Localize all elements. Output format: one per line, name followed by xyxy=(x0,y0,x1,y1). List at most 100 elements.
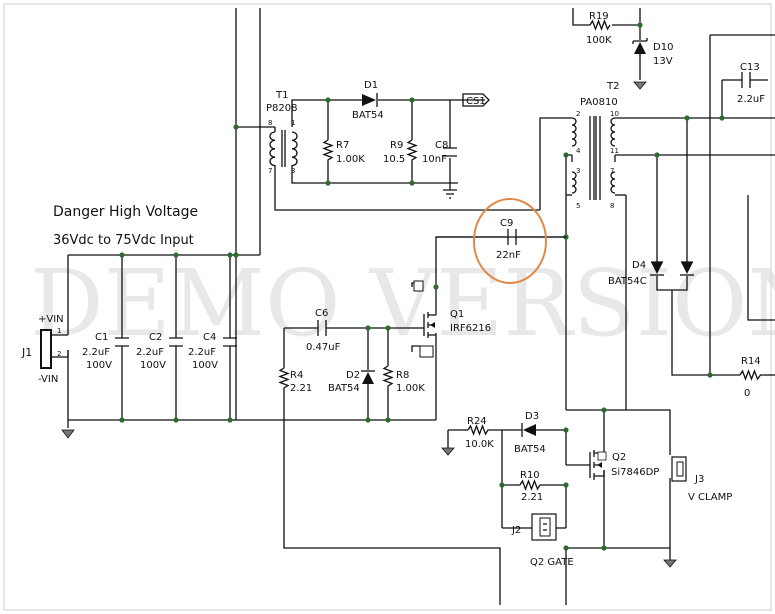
q1-part: IRF6216 xyxy=(450,323,491,334)
c2-rating: 100V xyxy=(140,360,166,371)
diode-d2: D2 BAT54 xyxy=(328,370,375,394)
diode-d1: D1 BAT54 xyxy=(352,80,384,121)
c13-ref: C13 xyxy=(740,62,760,73)
d2-part: BAT54 xyxy=(328,383,360,394)
r10-value: 2.21 xyxy=(521,492,543,503)
mosfet-q2: Q2 Si7846DP xyxy=(589,440,659,480)
c2-ref: C2 xyxy=(149,332,162,343)
cs1-label: CS1 xyxy=(466,96,486,107)
c4-value: 2.2uF xyxy=(188,347,216,358)
r24-ref: R24 xyxy=(467,416,487,427)
c6-value: 0.47uF xyxy=(306,342,341,353)
resistor-r9: R9 10.5 xyxy=(383,139,418,165)
diode-d3: D3 BAT54 xyxy=(514,411,546,455)
r19-value: 100K xyxy=(586,35,612,46)
resistor-r19: R19 100K xyxy=(586,11,612,46)
t2-part: PA0810 xyxy=(580,97,618,108)
highlight-ellipse-c9 xyxy=(473,198,547,284)
j3-label: V CLAMP xyxy=(688,492,732,503)
resistor-r24: R24 10.0K xyxy=(465,416,494,450)
c4-ref: C4 xyxy=(203,332,216,343)
r14-ref: R14 xyxy=(741,356,761,367)
zener-d10: D10 13V xyxy=(632,38,673,67)
junctions xyxy=(119,22,725,551)
t2-pin-2: 2 xyxy=(576,110,580,118)
t2-pin-3: 3 xyxy=(576,167,580,175)
c8-value: 10nF xyxy=(422,154,447,165)
j2-ref: J2 xyxy=(511,525,521,536)
r7-value: 1.00K xyxy=(336,154,365,165)
c9-value: 22nF xyxy=(496,250,521,261)
connector-j2: J2 Q2 GATE xyxy=(511,513,574,568)
t2-pin-5: 5 xyxy=(576,202,580,210)
ground-symbol-c8 xyxy=(443,189,457,199)
wires xyxy=(67,8,775,605)
j1-pin1: 1 xyxy=(57,327,61,335)
c1-ref: C1 xyxy=(95,332,108,343)
d4-ref: D4 xyxy=(632,260,646,271)
r4-ref: R4 xyxy=(290,370,303,381)
t1-pin-3: 3 xyxy=(291,167,295,175)
r8-value: 1.00K xyxy=(396,383,425,394)
capacitor-c8: C8 10nF xyxy=(422,140,457,165)
t2-pin-8: 8 xyxy=(610,202,614,210)
title-line-2: 36Vdc to 75Vdc Input xyxy=(53,233,194,248)
j1-ref: J1 xyxy=(21,346,32,359)
mosfet-q1: Q1 IRF6216 xyxy=(413,280,491,358)
q2-part: Si7846DP xyxy=(611,467,659,478)
transformer-t1: T1 P8208 8 1 7 3 xyxy=(266,90,298,175)
diode-d4: D4 BAT54C xyxy=(608,260,694,287)
r9-ref: R9 xyxy=(390,140,403,151)
d4-part: BAT54C xyxy=(608,276,647,287)
c2-value: 2.2uF xyxy=(136,347,164,358)
j3-ref: J3 xyxy=(694,474,704,485)
resistor-r10: R10 2.21 xyxy=(519,470,543,503)
r9-value: 10.5 xyxy=(383,154,405,165)
j1-pin2: 2 xyxy=(57,350,61,358)
j1-plus-label: +VIN xyxy=(38,314,64,325)
capacitor-c9: C9 22nF xyxy=(496,218,566,261)
resistor-r14: R14 0 xyxy=(739,356,764,399)
c13-value: 2.2uF xyxy=(737,94,765,105)
r24-value: 10.0K xyxy=(465,439,494,450)
ground-symbol-d10 xyxy=(633,81,647,90)
t1-pin-7: 7 xyxy=(268,167,272,175)
q2-ref: Q2 xyxy=(612,452,626,463)
capacitor-c2: C2 2.2uF 100V xyxy=(136,332,183,371)
d3-ref: D3 xyxy=(525,411,539,422)
r8-ref: R8 xyxy=(396,370,409,381)
ground-symbol-j1 xyxy=(61,429,75,439)
d1-ref: D1 xyxy=(364,80,378,91)
t2-ref: T2 xyxy=(606,81,619,92)
t1-pin-8: 8 xyxy=(268,119,272,127)
c1-value: 2.2uF xyxy=(82,347,110,358)
net-flag-cs1: CS1 xyxy=(462,93,490,107)
title-line-1: Danger High Voltage xyxy=(53,204,198,220)
t2-pin-4: 4 xyxy=(576,147,581,155)
capacitor-c4: C4 2.2uF 100V xyxy=(188,332,237,371)
j1-minus-label: -VIN xyxy=(38,374,58,385)
q1-ref: Q1 xyxy=(450,309,464,320)
c9-ref: C9 xyxy=(500,218,513,229)
capacitor-c6: C6 0.47uF xyxy=(306,308,341,353)
c4-rating: 100V xyxy=(192,360,218,371)
c1-rating: 100V xyxy=(86,360,112,371)
c8-ref: C8 xyxy=(435,140,448,151)
resistor-r7: R7 1.00K xyxy=(322,139,365,165)
t2-pin-7: 7 xyxy=(610,167,614,175)
transformer-t2: T2 PA0810 2 10 4 11 3 7 5 8 xyxy=(571,81,619,210)
r19-ref: R19 xyxy=(589,11,609,22)
j2-label: Q2 GATE xyxy=(530,557,574,568)
resistor-r4: R4 2.21 xyxy=(278,367,312,396)
t2-pin-11: 11 xyxy=(610,147,619,155)
d10-value: 13V xyxy=(653,56,673,67)
r10-ref: R10 xyxy=(520,470,540,481)
page-border xyxy=(3,3,772,611)
d1-part: BAT54 xyxy=(352,110,384,121)
ground-symbol-r24 xyxy=(441,447,455,456)
connector-j1: J1 +VIN -VIN 1 2 xyxy=(21,314,69,385)
capacitor-c1: C1 2.2uF 100V xyxy=(82,332,129,371)
t2-pin-10: 10 xyxy=(610,110,619,118)
r4-value: 2.21 xyxy=(290,383,312,394)
